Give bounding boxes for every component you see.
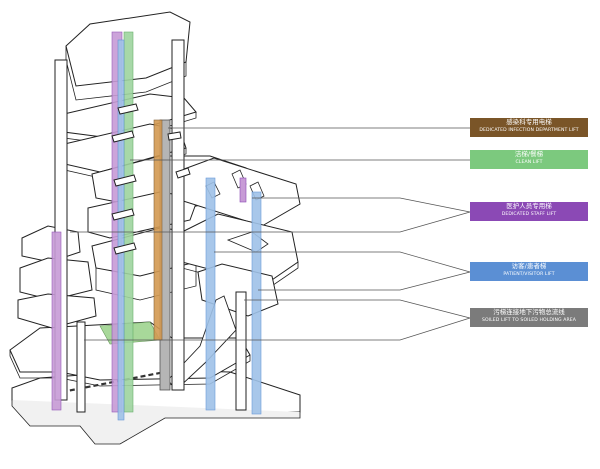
legend-clean-lift: 洁梯/餐梯 CLEAN LIFT xyxy=(470,150,588,169)
legend-clean-zh: 洁梯/餐梯 xyxy=(514,150,544,158)
legend-soiled-lift: 污梯连接地下污物总流线 SOILED LIFT TO SOILED HOLDIN… xyxy=(470,308,588,327)
patient-lift-shaft-east-1 xyxy=(205,177,216,411)
legend-infection-zh: 感染科专用电梯 xyxy=(506,118,552,126)
legend-staff-lift: 医护人员专用梯 DEDICATED STAFF LIFT xyxy=(470,202,588,221)
leader-patient-b xyxy=(258,271,471,291)
legend-staff-en: DEDICATED STAFF LIFT xyxy=(501,212,557,217)
leader-lines xyxy=(70,127,471,341)
staff-lift-shaft-pavilion xyxy=(51,231,62,411)
legend-patient-lift: 访客/患者梯 PATIENT/VISITOR LIFT xyxy=(470,262,588,281)
legend-staff-zh: 医护人员专用梯 xyxy=(506,202,552,210)
leader-soiled-b xyxy=(244,299,471,319)
soiled-shaft-podium xyxy=(76,321,86,413)
legend-clean-en: CLEAN LIFT xyxy=(515,160,543,165)
leader-staff-a xyxy=(70,211,471,233)
patient-lift-shaft-east-2 xyxy=(251,191,262,415)
soiled-shaft-east xyxy=(235,291,247,411)
lift-shafts xyxy=(51,31,262,421)
clean-lift-shaft xyxy=(123,31,134,413)
legend-soiled-en: SOILED LIFT TO SOILED HOLDING AREA xyxy=(481,318,577,323)
leader-soiled-a xyxy=(84,317,471,341)
legend-infection-lift: 感染科专用电梯 DEDICATED INFECTION DEPARTMENT L… xyxy=(470,118,588,137)
legend-soiled-zh: 污梯连接地下污物总流线 xyxy=(493,308,565,316)
infection-lift-shaft xyxy=(153,119,163,341)
structural-core-mid xyxy=(171,39,185,391)
legend-patient-en: PATIENT/VISITOR LIFT xyxy=(503,272,555,277)
legend-infection-en: DEDICATED INFECTION DEPARTMENT LIFT xyxy=(479,128,579,133)
legend-patient-zh: 访客/患者梯 xyxy=(511,262,547,270)
leader-patient-a xyxy=(214,251,471,273)
slab-openings xyxy=(111,103,191,255)
staff-lift-stub-east xyxy=(239,177,247,203)
patient-lift-shaft-tower xyxy=(117,39,125,421)
leader-staff-b xyxy=(252,197,471,213)
